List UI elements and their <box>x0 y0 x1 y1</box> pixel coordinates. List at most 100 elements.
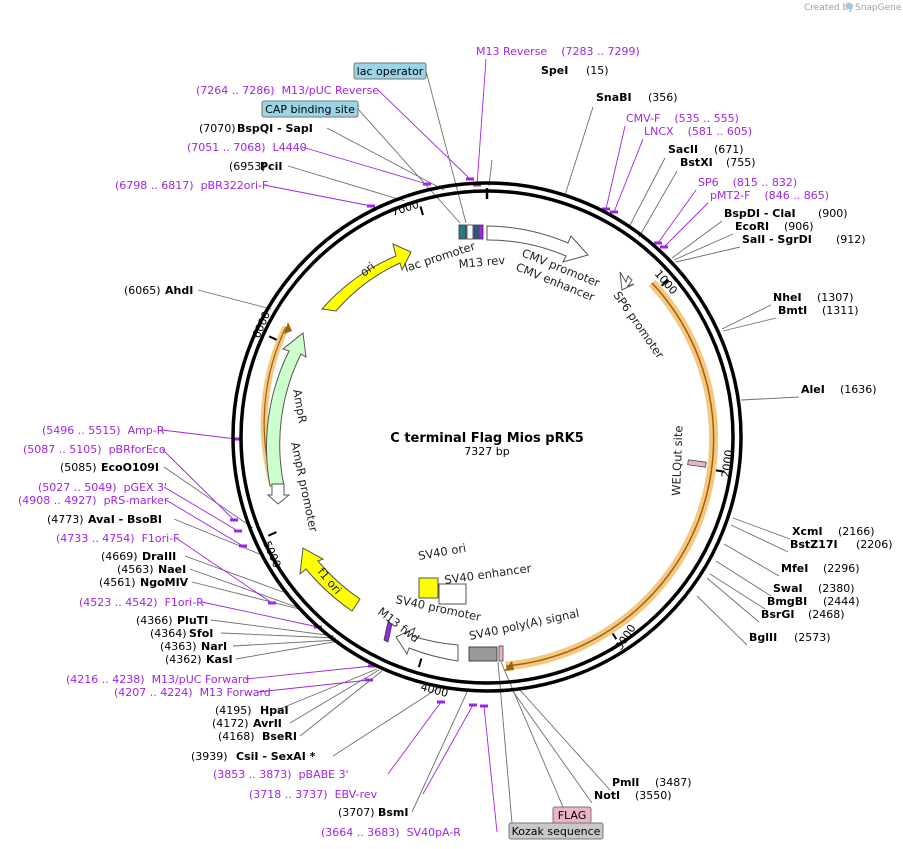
site-coord: (3707) <box>338 806 375 819</box>
primer-leader-line <box>387 701 442 775</box>
site-coord: (2380) <box>818 582 855 595</box>
site-ecoo109i: EcoO109I(5085) <box>60 461 159 474</box>
primer-leader-line <box>257 679 370 693</box>
primer-name: F1ori-R <box>165 596 205 609</box>
site-name: MfeI <box>781 562 808 575</box>
site-leader-line <box>197 289 272 310</box>
primer-label: CMV-F(535 .. 555) <box>626 112 739 125</box>
primer-range: (7051 .. 7068) <box>187 141 266 154</box>
primer-name: pBABE 3' <box>299 768 349 781</box>
primer-site-mark <box>469 703 477 707</box>
site-nari: NarI(4363) <box>160 640 227 653</box>
snapgene-credit: Created by SnapGene <box>804 2 902 13</box>
m13-rev-label: M13 rev <box>458 253 506 271</box>
site-snabi: SnaBI(356) <box>596 91 678 104</box>
sp6-promoter-label: SP6 promoter <box>611 289 668 362</box>
primer-leader-line <box>245 665 373 680</box>
site-coord: (4366) <box>136 614 173 627</box>
plasmid-length: 7327 bp <box>464 445 509 458</box>
lac-operator-leader <box>425 70 467 224</box>
site-bglii: BglII(2573) <box>749 631 831 644</box>
primer-range: (4908 .. 4927) <box>18 494 97 507</box>
primer-site-mark <box>268 601 276 605</box>
primer-site-mark <box>602 207 610 211</box>
primer-range: (535 .. 555) <box>674 112 739 125</box>
site-leader-line <box>675 246 741 263</box>
primer-label: (4733 .. 4754)F1ori-F <box>56 532 180 545</box>
primer-name: pMT2-F <box>710 189 751 202</box>
site-coord: (2206) <box>856 538 893 551</box>
kozak-box-label: Kozak sequence <box>512 825 601 838</box>
site-coord: (1307) <box>817 291 854 304</box>
site-name: NarI <box>201 640 227 653</box>
sv40-ori-feature <box>418 577 439 599</box>
site-leader-line <box>706 577 760 623</box>
ampr-promoter-arrow <box>266 483 291 505</box>
site-alei: AleI(1636) <box>801 383 877 396</box>
site-name: SwaI <box>773 582 803 595</box>
primer-site-mark <box>473 183 481 187</box>
m13-rev-feature <box>478 224 484 240</box>
credit-prefix: Created by <box>804 3 854 13</box>
site-leader-line <box>722 317 777 332</box>
site-bsmi: BsmI(3707) <box>338 806 409 819</box>
sv40-promoter-feature <box>395 627 459 662</box>
lac-promoter-feature <box>473 224 479 240</box>
primer-site-mark <box>423 182 431 186</box>
site-coord: (15) <box>586 64 609 77</box>
snapgene-logo-icon <box>845 2 853 10</box>
site-noti: NotI(3550) <box>594 789 672 802</box>
ring-tick-mark <box>267 531 277 537</box>
site-name: PciI <box>260 160 282 173</box>
primer-pbabe-3: (3853 .. 3873)pBABE 3' <box>213 768 349 781</box>
ori-feature <box>321 243 412 312</box>
lac-operator-feature <box>466 224 474 240</box>
site-name: HpaI <box>260 704 289 717</box>
site-coord: (2468) <box>808 608 845 621</box>
welqut-site-feature <box>687 459 707 468</box>
primer-label: (5087 .. 5105)pBRforEco <box>23 443 166 456</box>
site-leader-line <box>326 127 445 191</box>
site-hpai: HpaI(4195) <box>215 704 289 717</box>
site-coord: (2296) <box>823 562 860 575</box>
site-leader-line <box>332 686 441 757</box>
site-name: EcoRI <box>735 220 769 233</box>
site-coord: (4364) <box>150 627 187 640</box>
site-leader-line <box>715 560 772 597</box>
primer-label: (7264 .. 7286)M13/pUC Reverse <box>196 84 379 97</box>
site-coord: (4168) <box>218 730 255 743</box>
primer-site-mark <box>234 529 242 533</box>
ring-tick-mark <box>417 658 423 668</box>
primer-pbr322ori-f: (6798 .. 6817)pBR322ori-F <box>115 179 268 192</box>
site-coord: (5085) <box>60 461 97 474</box>
primer-name: pGEX 3' <box>124 481 168 494</box>
primer-amp-r: (5496 .. 5515)Amp-R <box>42 424 165 437</box>
ampr-label: AmpR <box>290 388 310 424</box>
site-bsrgi: BsrGI (2468) <box>761 608 845 621</box>
site-bstxi: BstXI(755) <box>680 156 756 169</box>
site-name: AvrII <box>253 717 282 730</box>
site-name: NheI <box>773 291 802 304</box>
site-pluti: PluTI(4366) <box>136 614 208 627</box>
site-coord: (6953) <box>229 160 266 173</box>
site-name: AhdI <box>165 284 193 297</box>
site-leader-line <box>511 689 593 804</box>
primer-leader-line <box>605 125 626 210</box>
site-xcmi: XcmI(2166) <box>792 525 875 538</box>
ring-tick-mark <box>268 335 278 342</box>
site-coord: (2573) <box>794 631 831 644</box>
site-name: KasI <box>206 653 233 666</box>
cmv-feature <box>486 225 589 263</box>
site-coord: (3939) <box>191 750 228 763</box>
site-leader-line <box>210 619 335 637</box>
primer-ebv-rev: (3718 .. 3737)EBV-rev <box>249 788 378 801</box>
primer-leader-line <box>163 486 239 532</box>
site-spei: SpeI(15) <box>541 64 609 77</box>
site-leader-line <box>191 581 304 611</box>
site-labels: SpeI(15)SnaBI(356)SacII(671)BstXI(755)Bs… <box>18 45 893 839</box>
site-name: BsrGI <box>761 608 794 621</box>
site-name: BstXI <box>680 156 713 169</box>
flag-box: FLAG <box>552 806 592 824</box>
cap-site-feature <box>458 224 467 240</box>
ring-tick-mark <box>660 279 670 287</box>
